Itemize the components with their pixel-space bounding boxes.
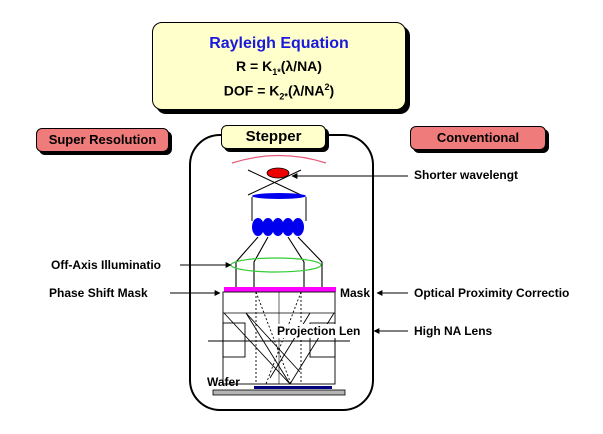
dof-formula: DOF = K2*(λ/NA2) [153,82,405,101]
light-source-lamp [266,167,290,179]
off-axis-ring [230,257,322,273]
illumination-ray-inner-right [287,236,305,291]
wafer-stage [212,389,346,396]
wafer-label: Wafer [207,375,240,389]
dof-formula-suffix: (λ/NA [287,82,325,99]
mask-plate [224,287,336,292]
projection-lens-right-block [309,322,336,358]
equation-box: Rayleigh Equation R = K1*(λ/NA) DOF = K2… [152,22,406,110]
illumination-ray-inner-left [253,236,269,291]
high-na-lens-label: High NA Lens [414,324,493,338]
dotted-ray-d [265,291,302,385]
mask-label: Mask [340,286,371,300]
dof-formula-prefix: DOF = K [223,82,280,99]
resolution-formula-suffix: (λ/NA) [280,58,322,74]
phase-shift-mask-label: Phase Shift Mask [49,286,148,300]
dotted-ray-c [255,291,292,385]
solid-ray-e [245,312,291,385]
projection-lens-left-block [222,322,246,358]
illumination-ray-right [297,236,323,291]
resolution-formula: R = K1*(λ/NA) [153,58,405,77]
dof-formula-sub: 2* [279,91,288,102]
resolution-formula-prefix: R = K [236,58,273,74]
dof-formula-sup: 2 [324,81,330,92]
equation-title: Rayleigh Equation [209,35,349,52]
solid-ray-a [223,312,291,385]
conventional-tag: Conventional [410,126,546,150]
source-reflector-arc [231,154,327,164]
projection-lens-label: Projection Len [277,324,361,338]
super-resolution-tag: Super Resolution [36,128,169,152]
fly-eye-lens-array [252,218,304,236]
shorter-wavelength-label: Shorter wavelengt [414,168,519,182]
condenser-top [252,193,306,199]
illumination-ray-left [235,236,259,291]
wafer [254,386,332,389]
solid-ray-d [269,312,311,379]
dof-formula-end: ) [329,82,335,99]
off-axis-illumination-label: Off-Axis Illuminatio [51,258,162,272]
resolution-formula-sub: 1* [272,66,281,77]
opc-label: Optical Proximity Correctio [414,286,570,300]
stepper-tag: Stepper [221,125,326,149]
solid-ray-b [245,312,301,373]
